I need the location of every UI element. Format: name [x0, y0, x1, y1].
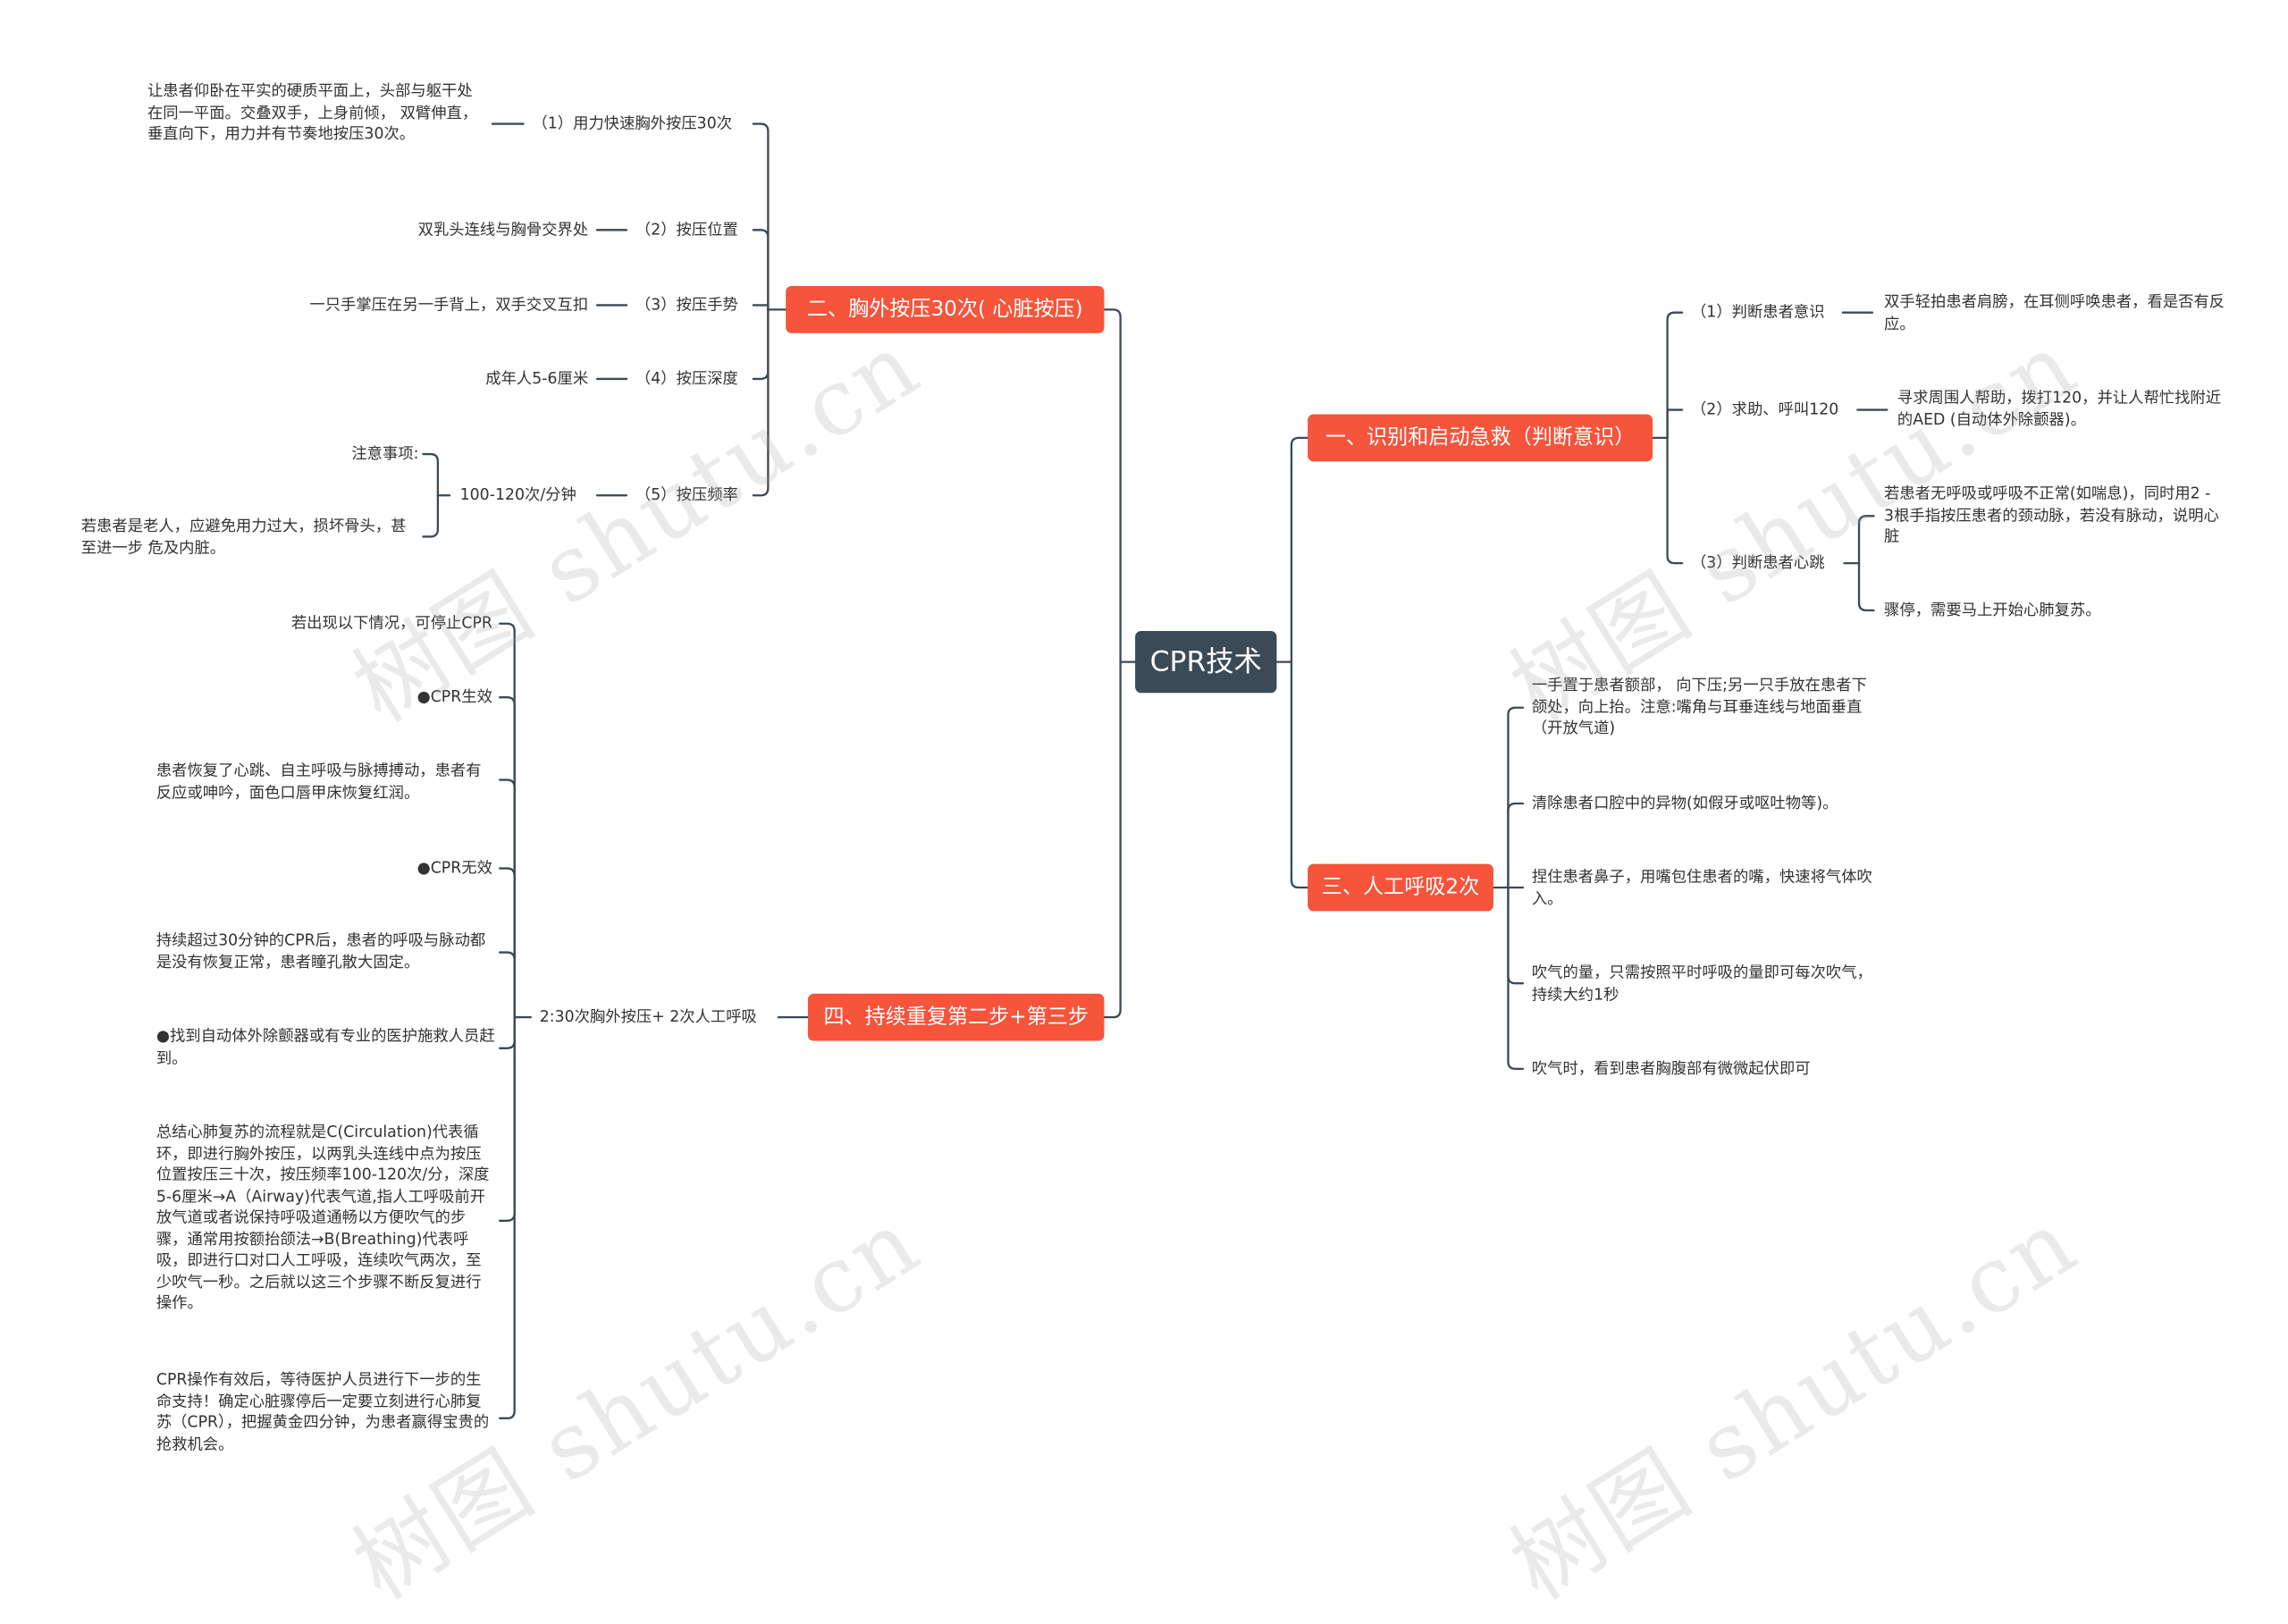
topic-label: （1）用力快速胸外按压30次: [532, 114, 733, 133]
item-text: ●找到自动体外除颤器或有专业的医护施救人员赶到。: [156, 1027, 495, 1067]
detail-text: 双手轻拍患者肩膀，在耳侧呼唤患者，看是否有反应。: [1884, 293, 2225, 332]
branch-rescue-breathing-label: 三、人工呼吸2次: [1321, 875, 1480, 900]
step-text: 清除患者口腔中的异物(如假牙或呕吐物等)。: [1531, 795, 1838, 812]
branch-repeat-label: 四、持续重复第二步+第三步: [823, 1005, 1089, 1030]
detail-check-pulse[interactable]: 若患者无呼吸或呼吸不正常(如喘息)，同时用2 - 3根手指按压患者的颈动脉，若没…: [1884, 484, 2220, 548]
topic-label: （3）按压手势: [635, 296, 738, 315]
topic-check-heartbeat[interactable]: （3）判断患者心跳: [1691, 553, 1825, 575]
detail-text: 双乳头连线与胸骨交界处: [417, 221, 589, 240]
branch-repeat-node[interactable]: 四、持续重复第二步+第三步: [807, 993, 1105, 1041]
topic-compress-position[interactable]: （2）按压位置: [635, 220, 738, 241]
topic-label: （2）按压位置: [635, 221, 738, 240]
topic-hand-gesture[interactable]: （3）按压手势: [635, 295, 738, 316]
item-text: 持续超过30分钟的CPR后，患者的呼吸与脉动都是没有恢复正常，患者瞳孔散大固定。: [156, 931, 486, 972]
topic-call-for-help[interactable]: （2）求助、呼叫120: [1691, 400, 1838, 421]
breathing-step-volume[interactable]: 吹气的量，只需按照平时呼吸的量即可每次吹气，持续大约1秒: [1532, 963, 1874, 1006]
branch-chest-compression-label: 二、胸外按压30次( 心脏按压): [806, 298, 1083, 322]
topic-label: （3）判断患者心跳: [1690, 554, 1825, 573]
detail-compress-rate[interactable]: 100-120次/分钟: [460, 485, 576, 507]
golden-four-minutes[interactable]: CPR操作有效后，等待医护人员进行下一步的生命支持！确定心脏骤停后一定要立刻进行…: [156, 1369, 495, 1455]
connector-lines: [422, 122, 1888, 1419]
note-text: 注意事项:: [351, 445, 419, 463]
detail-hand-gesture[interactable]: 一只手掌压在另一手背上，双手交叉互扣: [221, 295, 588, 316]
detail-cardiac-arrest[interactable]: 骤停，需要马上开始心肺复苏。: [1884, 600, 2100, 621]
item-text: CPR操作有效后，等待医护人员进行下一步的生命支持！确定心脏骤停后一定要立刻进行…: [156, 1371, 490, 1453]
breathing-step-blow-in[interactable]: 捏住患者鼻子，用嘴包住患者的嘴，快速将气体吹入。: [1532, 867, 1874, 910]
mind-map-canvas: CPR技术 一、识别和启动急救（判断意识） （1）判断患者意识 双手轻拍患者肩膀…: [81, 81, 2233, 1620]
cab-summary[interactable]: 总结心肺复苏的流程就是C(Circulation)代表循环，即进行胸外按压，以两…: [156, 1122, 495, 1314]
stop-conditions-title[interactable]: 若出现以下情况，可停止CPR: [147, 613, 492, 635]
item-text: ●CPR无效: [416, 859, 492, 878]
item-text: ●CPR生效: [416, 688, 492, 707]
topic-compress-rate[interactable]: （5）按压频率: [635, 485, 738, 507]
detail-call-for-help[interactable]: 寻求周围人帮助，拨打120，并让人帮忙找附近的AED (自动体外除颤器)。: [1897, 388, 2233, 431]
detail-compress-30[interactable]: 让患者仰卧在平实的硬质平面上，头部与躯干处在同一平面。交叠双手，上身前倾， 双臂…: [147, 81, 486, 146]
cpr-effective-heading[interactable]: ●CPR生效: [295, 687, 492, 709]
topic-label: （2）求助、呼叫120: [1690, 400, 1839, 419]
breathing-step-clear-mouth[interactable]: 清除患者口腔中的异物(如假牙或呕吐物等)。: [1532, 793, 1838, 814]
topic-label: （1）判断患者意识: [1690, 303, 1825, 322]
item-text: 患者恢复了心跳、自主呼吸与脉搏搏动，患者有反应或呻吟，面色口唇甲床恢复红润。: [156, 762, 482, 802]
root-label: CPR技术: [1149, 645, 1262, 678]
step-text: 吹气时，看到患者胸腹部有微微起伏即可: [1531, 1059, 1811, 1078]
breathing-step-open-airway[interactable]: 一手置于患者额部， 向下压;另一只手放在患者下颌处，向上抬。注意:嘴角与耳垂连线…: [1532, 675, 1868, 739]
branch-rescue-breathing-node[interactable]: 三、人工呼吸2次: [1308, 863, 1493, 912]
detail-compress-position[interactable]: 双乳头连线与胸骨交界处: [295, 220, 589, 241]
topic-check-consciousness[interactable]: （1）判断患者意识: [1691, 302, 1825, 324]
branch-recognize-label: 一、识别和启动急救（判断意识）: [1325, 425, 1636, 450]
detail-text: 一只手掌压在另一手背上，双手交叉互扣: [309, 296, 589, 315]
detail-text: 若患者无呼吸或呼吸不正常(如喘息)，同时用2 - 3根手指按压患者的颈动脉，若没…: [1884, 484, 2219, 546]
breathing-step-observe[interactable]: 吹气时，看到患者胸腹部有微微起伏即可: [1532, 1058, 1811, 1080]
step-text: 一手置于患者额部， 向下压;另一只手放在患者下颌处，向上抬。注意:嘴角与耳垂连线…: [1531, 677, 1867, 737]
detail-text: 100-120次/分钟: [459, 486, 576, 505]
item-text: 若出现以下情况，可停止CPR: [290, 614, 492, 633]
branch-recognize-node[interactable]: 一、识别和启动急救（判断意识）: [1308, 414, 1653, 462]
detail-text: 寻求周围人帮助，拨打120，并让人帮忙找附近的AED (自动体外除颤器)。: [1897, 389, 2222, 429]
cpr-ineffective-heading[interactable]: ●CPR无效: [295, 858, 492, 879]
step-text: 捏住患者鼻子，用嘴包住患者的嘴，快速将气体吹入。: [1531, 868, 1872, 908]
item-text: 总结心肺复苏的流程就是C(Circulation)代表循环，即进行胸外按压，以两…: [156, 1123, 490, 1313]
topic-label: （4）按压深度: [635, 370, 738, 388]
detail-text: 成年人5-6厘米: [485, 370, 589, 388]
repeat-cycle-ratio[interactable]: 2:30次胸外按压+ 2次人工呼吸: [540, 1007, 757, 1029]
topic-compress-30[interactable]: （1）用力快速胸外按压30次: [532, 114, 732, 135]
aed-arrival[interactable]: ●找到自动体外除颤器或有专业的医护施救人员赶到。: [156, 1026, 495, 1069]
note-elderly[interactable]: 若患者是老人，应避免用力过大，损坏骨头，甚至进一步 危及内脏。: [81, 516, 417, 559]
detail-check-consciousness[interactable]: 双手轻拍患者肩膀，在耳侧呼唤患者，看是否有反应。: [1884, 292, 2226, 335]
cpr-ineffective-detail[interactable]: 持续超过30分钟的CPR后，患者的呼吸与脉动都是没有恢复正常，患者瞳孔散大固定。: [156, 930, 490, 973]
note-title[interactable]: 注意事项:: [265, 443, 419, 465]
detail-text: 骤停，需要马上开始心肺复苏。: [1884, 601, 2101, 619]
detail-compress-depth[interactable]: 成年人5-6厘米: [383, 368, 588, 390]
detail-text: 让患者仰卧在平实的硬质平面上，头部与躯干处在同一平面。交叠双手，上身前倾， 双臂…: [147, 82, 478, 144]
note-text: 若患者是老人，应避免用力过大，损坏骨头，甚至进一步 危及内脏。: [80, 517, 407, 557]
cpr-effective-detail[interactable]: 患者恢复了心跳、自主呼吸与脉搏搏动，患者有反应或呻吟，面色口唇甲床恢复红润。: [156, 761, 495, 804]
branch-chest-compression-node[interactable]: 二、胸外按压30次( 心脏按压): [786, 286, 1105, 333]
topic-compress-depth[interactable]: （4）按压深度: [635, 368, 738, 390]
topic-label: （5）按压频率: [635, 486, 738, 505]
cycle-text: 2:30次胸外按压+ 2次人工呼吸: [539, 1008, 757, 1027]
step-text: 吹气的量，只需按照平时呼吸的量即可每次吹气，持续大约1秒: [1531, 963, 1872, 1004]
root-node[interactable]: CPR技术: [1135, 630, 1277, 694]
